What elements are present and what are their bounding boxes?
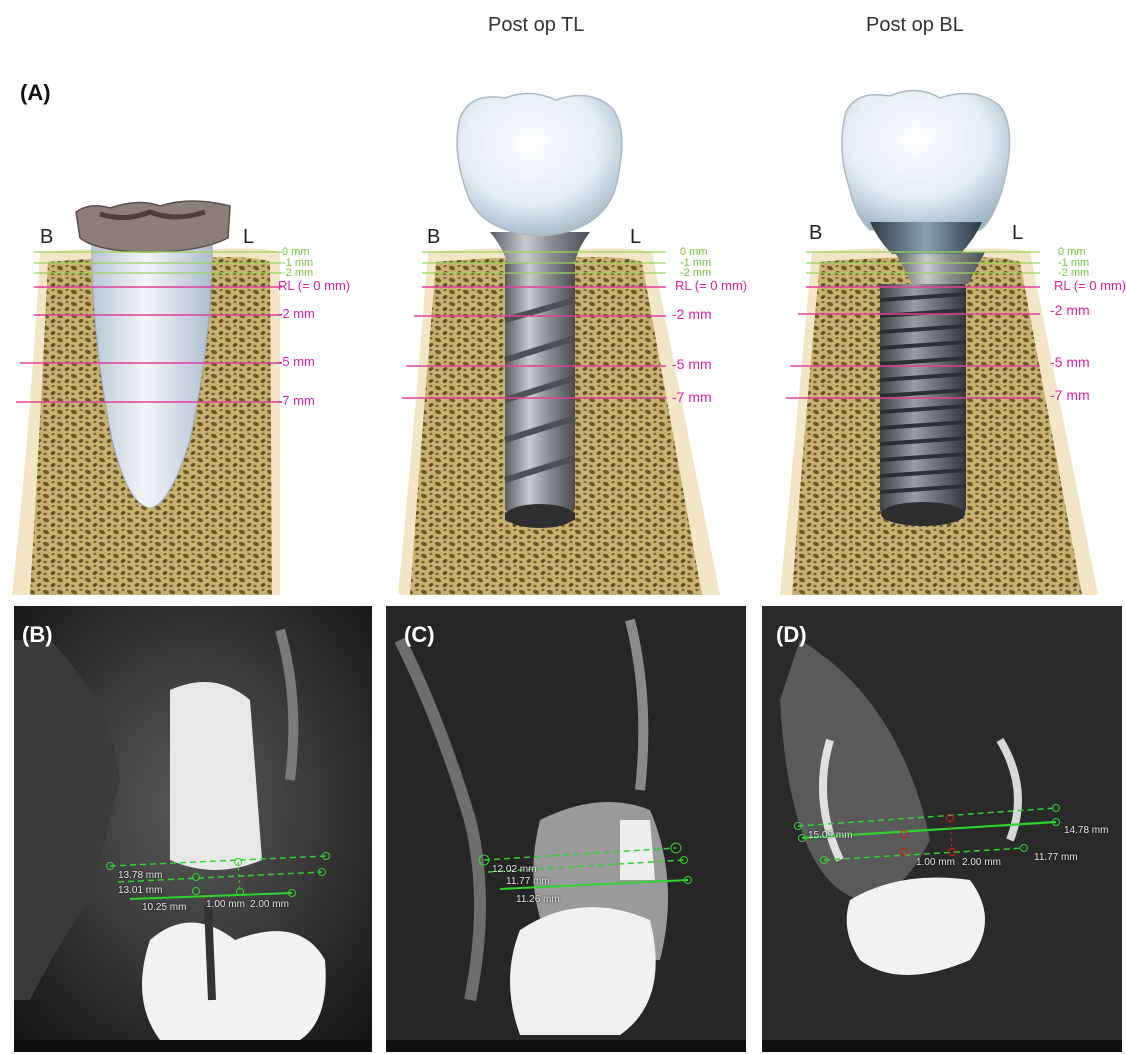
prepared-tooth-crown: [76, 201, 230, 252]
lingual-label-bl: L: [1012, 222, 1023, 245]
level-m5-a: -5 mm: [278, 357, 315, 367]
measure-b-3: 10.25 mm: [142, 902, 186, 913]
lingual-label-tl: L: [630, 226, 641, 249]
level-2mm-bl: -2 mm: [1058, 268, 1089, 278]
level-rl-bl: RL (= 0 mm): [1054, 281, 1126, 291]
lingual-label-a: L: [243, 226, 254, 249]
level-0mm-a: 0 mm: [282, 247, 310, 257]
panel-label-b: (B): [22, 622, 53, 648]
tl-implant: [490, 232, 590, 528]
bl-crown: [842, 90, 1010, 254]
level-m7-bl: -7 mm: [1050, 390, 1090, 400]
measure-d-1: 15.09 mm: [808, 830, 852, 841]
level-rl-a: RL (= 0 mm): [278, 281, 350, 291]
buccal-label-tl: B: [427, 226, 440, 249]
xray-panel-b: [14, 606, 372, 1052]
measure-c-2: 11.77 mm: [506, 876, 550, 887]
level-0mm-tl: 0 mm: [680, 247, 708, 257]
level-m7-a: -7 mm: [278, 396, 315, 406]
panel-label-d: (D): [776, 622, 807, 648]
measure-b-2: 13.01 mm: [118, 885, 162, 896]
xray-panel-c: [386, 606, 746, 1052]
measure-b-5: 2.00 mm: [250, 899, 289, 910]
level-m2-tl: -2 mm: [672, 309, 712, 319]
measure-d-2: 14.78 mm: [1064, 825, 1108, 836]
tl-crown: [457, 93, 622, 236]
measure-d-3: 1.00 mm: [916, 857, 955, 868]
measure-d-5: 11.77 mm: [1034, 852, 1078, 863]
title-post-op-bl: Post op BL: [866, 14, 964, 37]
measure-b-4: 1.00 mm: [206, 899, 245, 910]
measure-c-1: 12.02 mm: [492, 864, 536, 875]
level-0mm-bl: 0 mm: [1058, 247, 1086, 257]
level-m7-tl: -7 mm: [672, 392, 712, 402]
measure-b-1: 13.78 mm: [118, 870, 162, 881]
level-m5-tl: -5 mm: [672, 359, 712, 369]
buccal-label-bl: B: [809, 222, 822, 245]
level-m2-bl: -2 mm: [1050, 305, 1090, 315]
level-2mm-a: -2 mm: [282, 268, 313, 278]
panel-label-a: (A): [20, 80, 51, 106]
level-rl-tl: RL (= 0 mm): [675, 281, 747, 291]
level-m5-bl: -5 mm: [1050, 357, 1090, 367]
panel-label-c: (C): [404, 622, 435, 648]
level-2mm-tl: -2 mm: [680, 268, 711, 278]
measure-d-4: 2.00 mm: [962, 857, 1001, 868]
level-m2-a: -2 mm: [278, 309, 315, 319]
title-post-op-tl: Post op TL: [488, 14, 584, 37]
measure-c-3: 11.26 mm: [516, 894, 560, 905]
buccal-label-a: B: [40, 226, 53, 249]
